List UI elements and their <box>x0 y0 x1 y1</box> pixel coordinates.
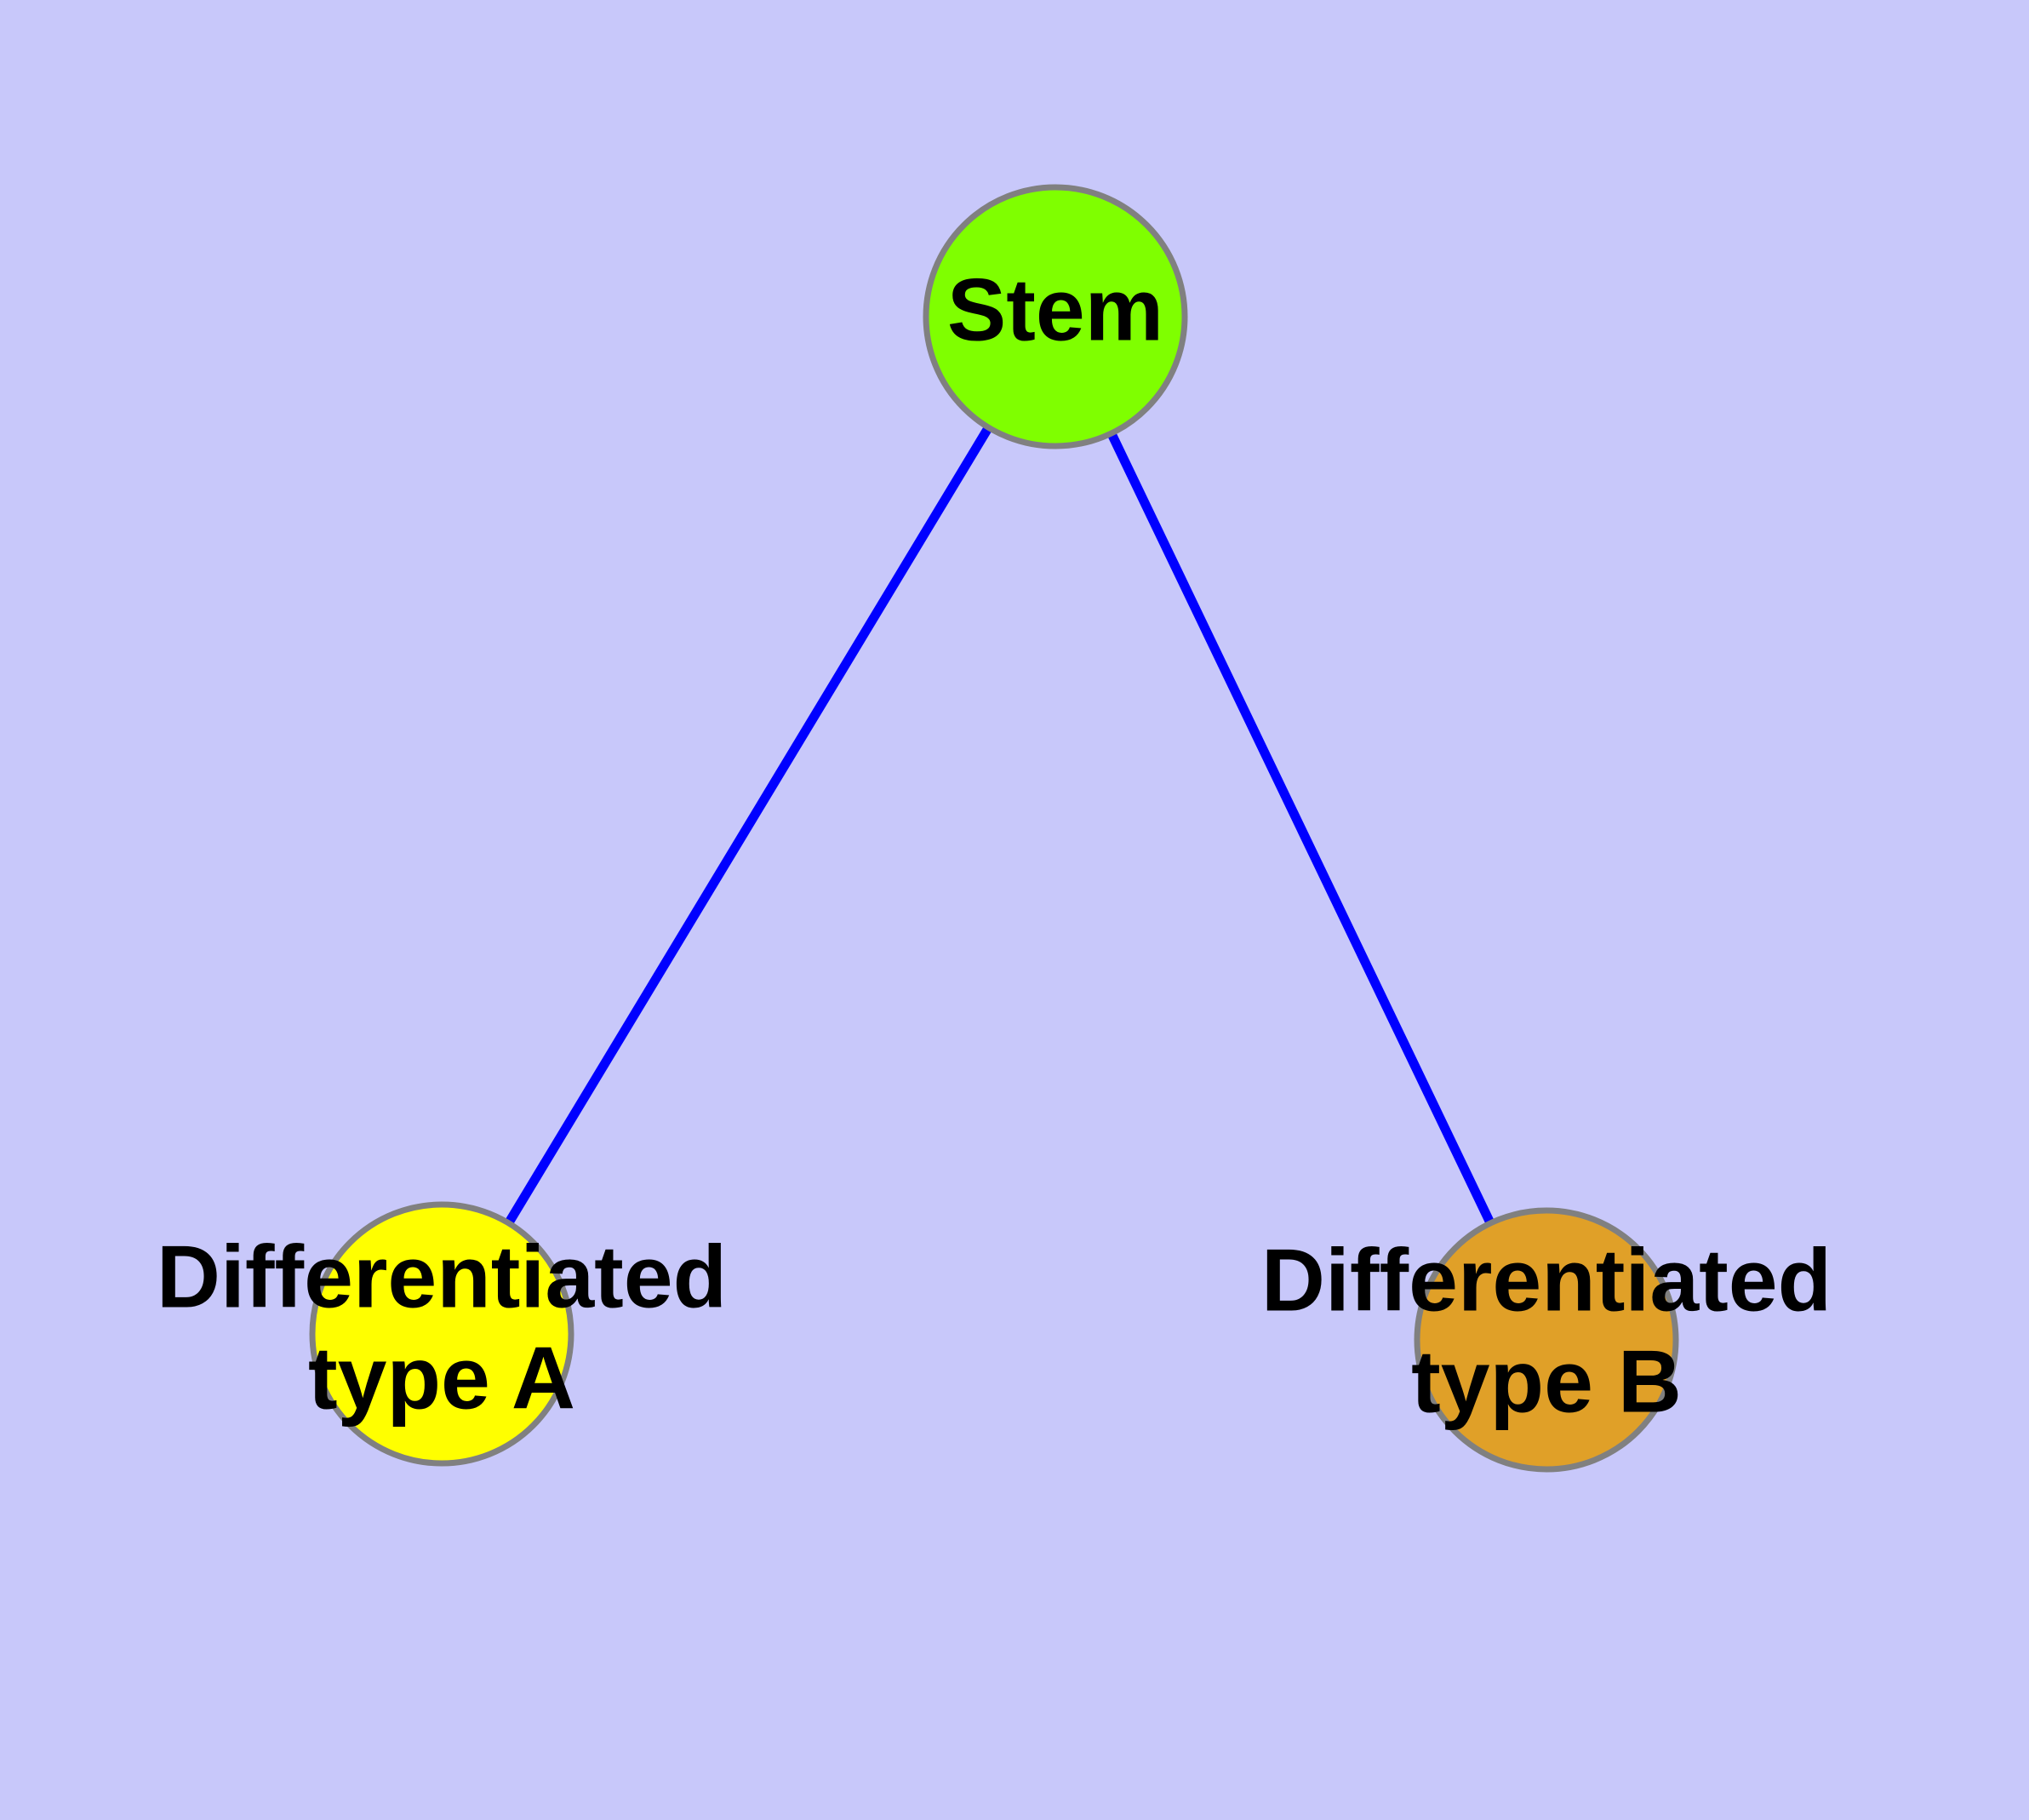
node-differentiated-type-a[interactable] <box>309 1201 574 1467</box>
edge-stem-to-type-b[interactable] <box>1051 314 1551 1342</box>
node-type-b-circle[interactable] <box>1414 1207 1679 1473</box>
node-layer <box>309 184 1679 1473</box>
node-type-b-label-line2: type B <box>1411 1332 1682 1431</box>
node-type-a-label: Differentiated type A <box>157 1228 727 1428</box>
edge-layer <box>437 314 1551 1342</box>
node-type-a-label-line2: type A <box>308 1329 575 1428</box>
node-type-a-circle[interactable] <box>309 1201 574 1467</box>
node-type-b-label-line1: Differentiated <box>1261 1231 1832 1330</box>
label-layer: Stem Differentiated type A Differentiate… <box>157 260 1832 1431</box>
node-stem-circle[interactable] <box>923 184 1188 449</box>
node-type-b-label: Differentiated type B <box>1261 1231 1832 1431</box>
node-differentiated-type-b[interactable] <box>1414 1207 1679 1473</box>
node-stem-label: Stem <box>947 260 1163 359</box>
node-type-a-label-line1: Differentiated <box>157 1228 727 1326</box>
node-stem[interactable] <box>923 184 1188 449</box>
edge-stem-to-type-a[interactable] <box>437 314 1060 1336</box>
